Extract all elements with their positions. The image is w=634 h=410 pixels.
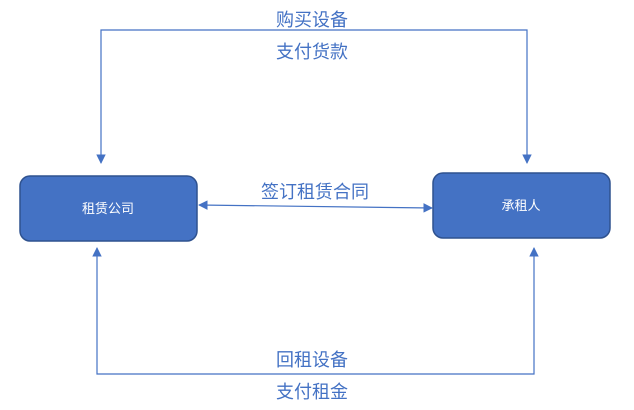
middle-edge-label: 签订租赁合同 [261,182,369,203]
node-lessor-label: 租赁公司 [82,202,134,217]
node-lessor-box [19,175,198,242]
middle-connector [198,200,433,213]
top-connector [96,29,532,164]
bottom-edge-label-line2: 支付租金 [276,382,348,403]
node-lessee-label: 承租人 [501,199,540,214]
top-edge-label-line1: 购买设备 [276,10,348,31]
node-lessor: 租赁公司 [19,175,198,242]
node-lessee: 承租人 [432,172,611,239]
node-lessee-box [432,172,611,239]
bottom-edge-label-line1: 回租设备 [276,350,348,371]
top-edge-label-line2: 支付货款 [276,42,348,63]
bottom-connector [92,247,539,375]
